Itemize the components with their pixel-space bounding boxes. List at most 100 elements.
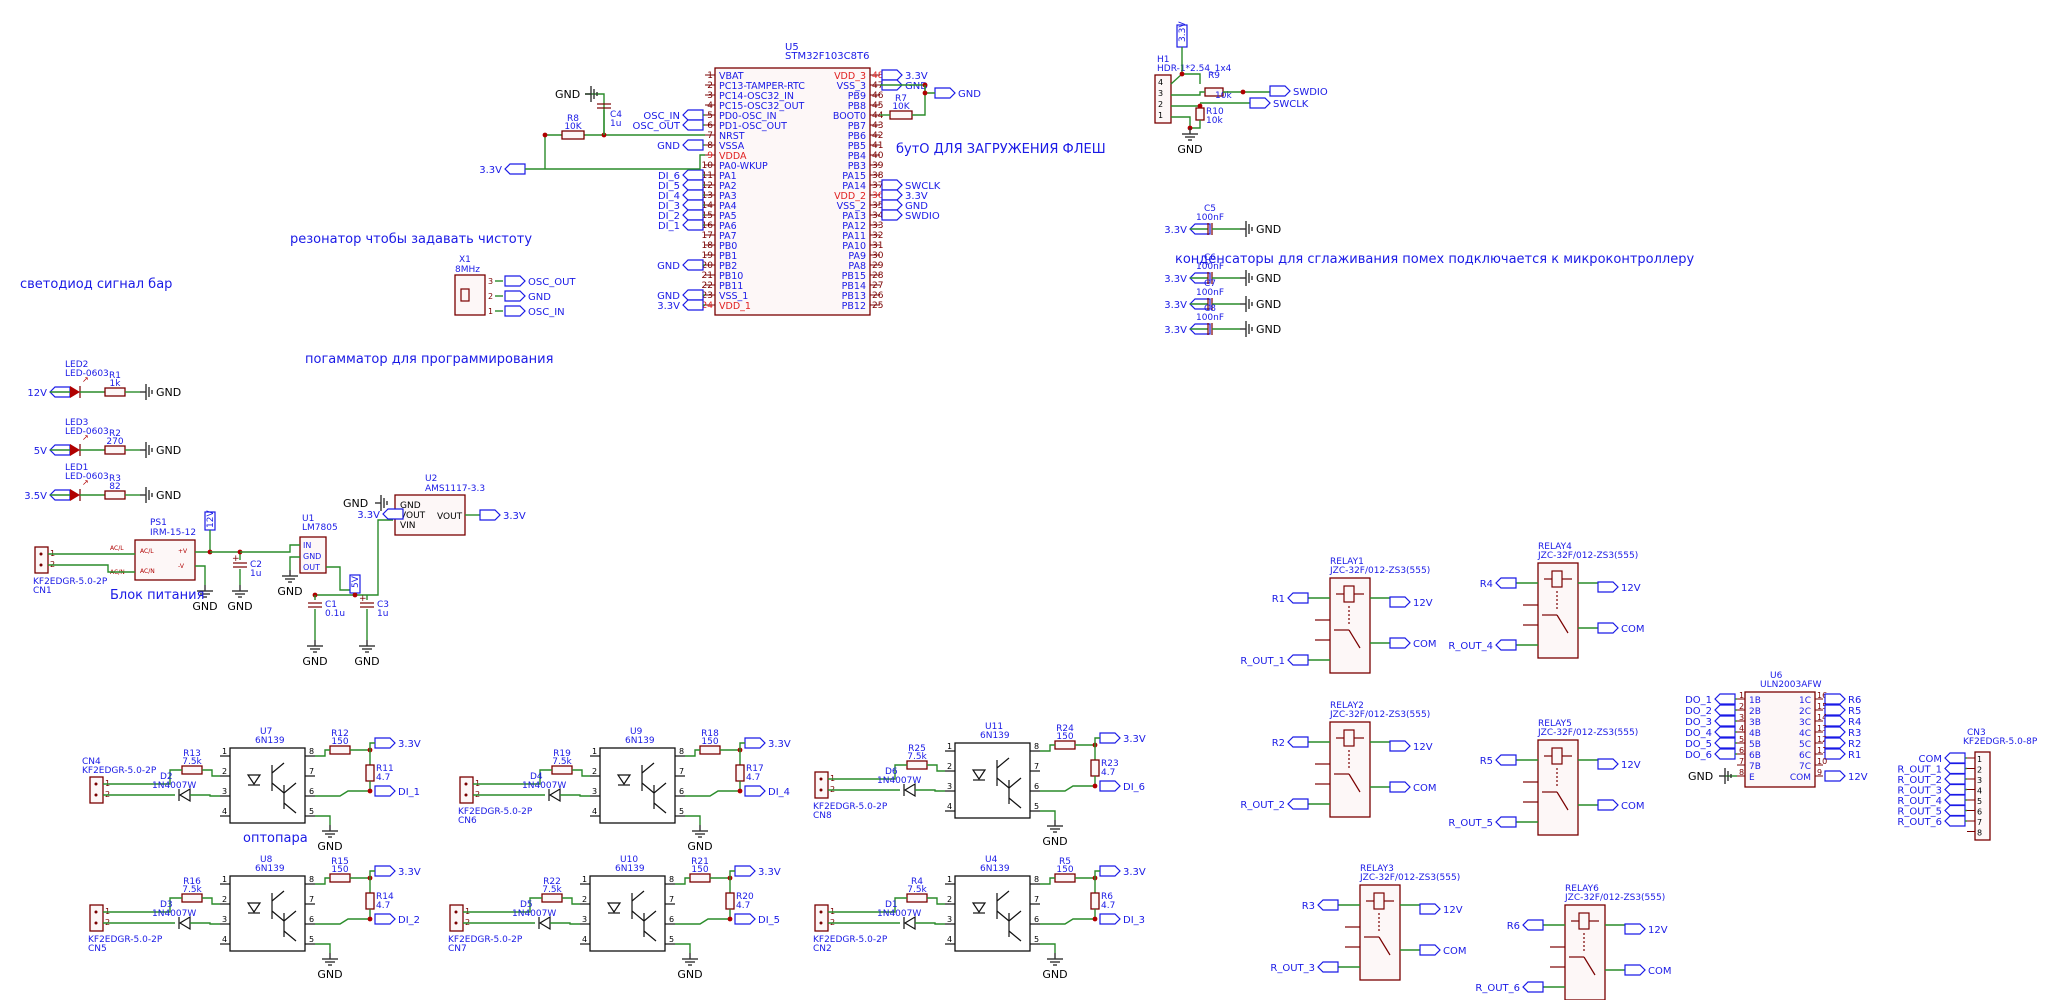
relay-ref: RELAY5	[1538, 719, 1572, 729]
pin-number: 18	[702, 241, 714, 251]
net-label-flag	[374, 913, 396, 925]
regulator-value: AMS1117-3.3	[425, 484, 485, 494]
net-label-text: R_OUT_5	[1897, 807, 1942, 818]
ground-label: GND	[1256, 323, 1281, 336]
pin-number: 3	[488, 277, 493, 286]
pin-number: 3	[947, 782, 952, 791]
net-label-flag	[881, 179, 903, 191]
pin-name: 7C	[1799, 762, 1811, 772]
net-label-flag	[1495, 754, 1517, 766]
ground-label: GND	[687, 840, 712, 853]
pin-number: 30	[872, 251, 884, 261]
net-label: DO_1	[1685, 693, 1736, 706]
net-label-flag	[734, 913, 756, 925]
pin-number: 4	[707, 101, 713, 111]
pin-number: 3	[947, 915, 952, 924]
net-label: 3.3V	[734, 865, 781, 878]
pin-name: VSS_2	[837, 201, 866, 212]
net-label: 3.3V	[479, 163, 526, 176]
ground-symbol	[585, 86, 598, 102]
pin-number: 1	[488, 307, 493, 316]
annotation-programmer: погамматор для программирования	[305, 352, 554, 367]
wire	[739, 742, 745, 750]
pin-name: PB1	[719, 251, 737, 262]
net-label: R5	[1480, 754, 1517, 767]
resistor-ref: R15	[331, 857, 349, 867]
resistor: R64.7	[1090, 892, 1115, 911]
net-label-flag	[1419, 903, 1441, 915]
connector-value: KF2EDGR-5.0-2P	[458, 807, 533, 817]
mcu-body	[714, 67, 871, 316]
pin-name: PB4	[848, 151, 866, 162]
light-arrow-icon: ↗	[82, 478, 89, 487]
connector-value: KF2EDGR-5.0-2P	[813, 802, 888, 812]
opto-value: 6N139	[980, 731, 1010, 741]
wire	[550, 922, 580, 925]
ground-symbol	[1719, 768, 1732, 784]
pin-name: PB8	[848, 101, 866, 112]
pin-name: 4C	[1799, 729, 1811, 739]
annotation-resonator: резонатор чтобы задавать чистоту	[290, 232, 533, 247]
net-label: COM	[1597, 622, 1644, 635]
wire	[1040, 785, 1095, 792]
pin-name: VDDA	[719, 151, 747, 162]
net-label: COM	[1419, 944, 1466, 957]
wire	[880, 84, 926, 116]
net-label-text: R_OUT_2	[1897, 775, 1942, 786]
pin-name: PA1	[719, 171, 737, 182]
ground-label: GND	[677, 968, 702, 981]
net-label-text: 12V	[1413, 598, 1433, 609]
net-label: SWDIO	[881, 209, 940, 222]
pin-name: VSSA	[719, 141, 745, 152]
wire	[1171, 116, 1191, 128]
wire	[562, 897, 580, 905]
ground-symbol: GND	[140, 442, 181, 458]
wire	[289, 556, 300, 570]
net-label-text: 3.3V	[398, 867, 421, 878]
pin-name: 6B	[1749, 751, 1761, 761]
net-label-text: R2	[1272, 738, 1285, 749]
net-label-text: 3.5V	[24, 491, 47, 502]
net-label: 12V	[27, 386, 71, 399]
net-label-flag	[1249, 97, 1271, 109]
net-label-text: COM	[1919, 754, 1942, 765]
net-label-flag	[1495, 639, 1517, 651]
opto-ref: U9	[630, 727, 643, 737]
resistor-ref: R6	[1101, 892, 1113, 902]
net-label-flag	[881, 199, 903, 211]
resistor-ref: R20	[736, 892, 754, 902]
opto-led-icon	[606, 902, 622, 914]
capacitor: C10.1u	[308, 600, 345, 619]
net-label-text: 3.3V	[1164, 225, 1187, 236]
net-label: SWDIO	[1269, 85, 1328, 98]
net-label-flag	[1944, 783, 1966, 796]
pin-name: 6C	[1799, 751, 1811, 761]
pin-number: 1	[222, 747, 227, 756]
net-label-text: 3.3V	[1178, 21, 1188, 42]
wire	[927, 897, 945, 905]
net-label: 3.3V	[357, 508, 404, 521]
pin-name: VDD_2	[834, 191, 866, 202]
net-label-text: R_OUT_4	[1448, 641, 1493, 652]
pin-name: VBAT	[719, 71, 744, 82]
junction-dot	[367, 916, 373, 922]
pin-number: 25	[872, 301, 883, 311]
resistor-ref: R3	[109, 474, 121, 484]
net-label-flag	[374, 737, 396, 749]
net-label-text: 3.3V	[479, 165, 502, 176]
ground-label: GND	[1256, 298, 1281, 311]
pin-number: 2	[592, 767, 597, 776]
net-label: DI_6	[1099, 780, 1145, 793]
ground-label: GND	[156, 489, 181, 502]
pin-number: 6	[1977, 808, 1982, 817]
pin-number: 5	[679, 807, 684, 816]
relay-contact-icon	[1556, 614, 1569, 634]
capacitor-ref: C4	[610, 110, 622, 120]
opto-value: 6N139	[255, 864, 285, 874]
